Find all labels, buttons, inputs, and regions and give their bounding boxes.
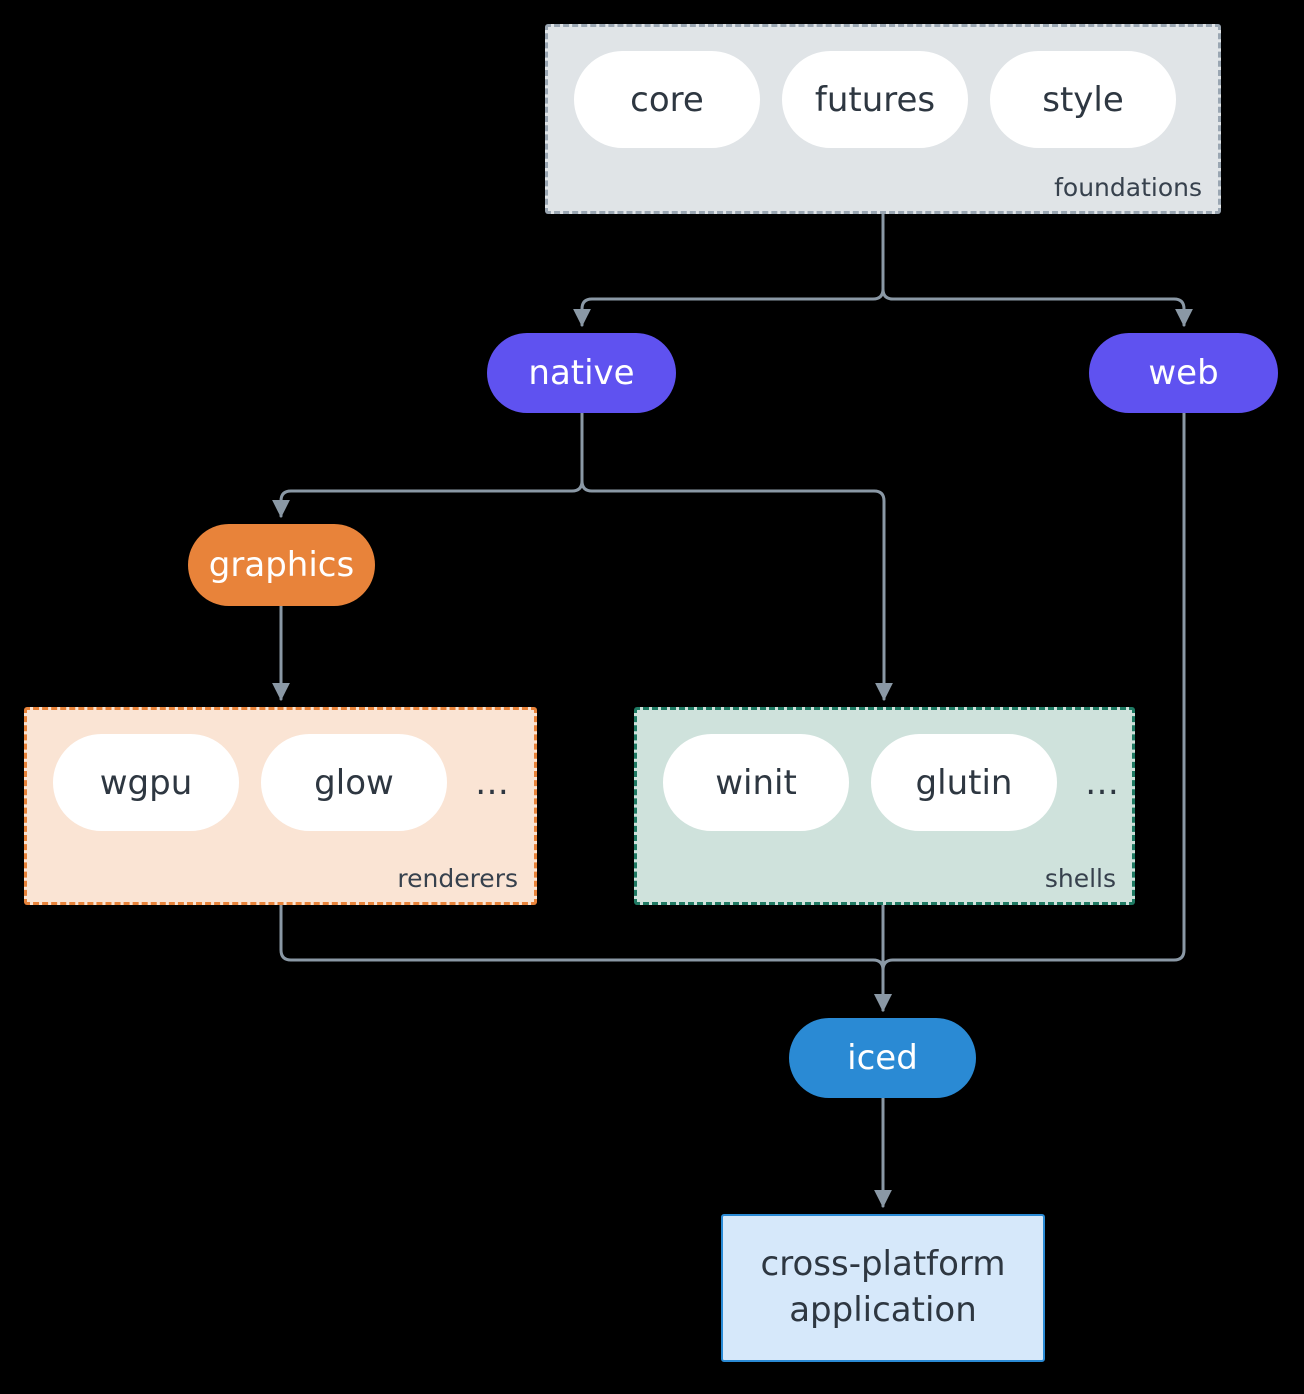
node-glutin[interactable]: glutin (871, 734, 1057, 831)
cluster-shells-items: winit glutin … (663, 734, 1121, 831)
edge-native-graphics (272, 411, 584, 518)
cluster-shells: winit glutin … shells (634, 707, 1135, 905)
node-glow[interactable]: glow (261, 734, 447, 831)
edge-native-shells (580, 411, 893, 701)
node-graphics[interactable]: graphics (188, 524, 375, 606)
node-cross-platform-application[interactable]: cross-platform application (721, 1214, 1045, 1362)
node-wgpu[interactable]: wgpu (53, 734, 239, 831)
shells-overflow-ellipsis: … (1085, 762, 1121, 803)
cluster-shells-label: shells (1044, 863, 1116, 893)
node-web[interactable]: web (1089, 333, 1278, 413)
edge-renderers-iced (279, 903, 892, 1012)
edge-foundations-native (573, 212, 885, 327)
cluster-renderers-label: renderers (397, 863, 518, 893)
cluster-renderers: wgpu glow … renderers (24, 707, 537, 905)
node-futures[interactable]: futures (782, 51, 968, 148)
cluster-foundations-items: core futures style (574, 51, 1176, 148)
application-label-line1: cross-platform (760, 1244, 1006, 1285)
edge-foundations-web (881, 212, 1193, 327)
node-native[interactable]: native (487, 333, 676, 413)
application-label-line2: application (789, 1290, 977, 1330)
node-style[interactable]: style (990, 51, 1176, 148)
cluster-foundations: core futures style foundations (545, 24, 1221, 214)
cluster-renderers-items: wgpu glow … (53, 734, 511, 831)
node-iced[interactable]: iced (789, 1018, 976, 1098)
cluster-foundations-label: foundations (1054, 172, 1202, 202)
node-winit[interactable]: winit (663, 734, 849, 831)
renderers-overflow-ellipsis: … (475, 762, 511, 803)
node-core[interactable]: core (574, 51, 760, 148)
